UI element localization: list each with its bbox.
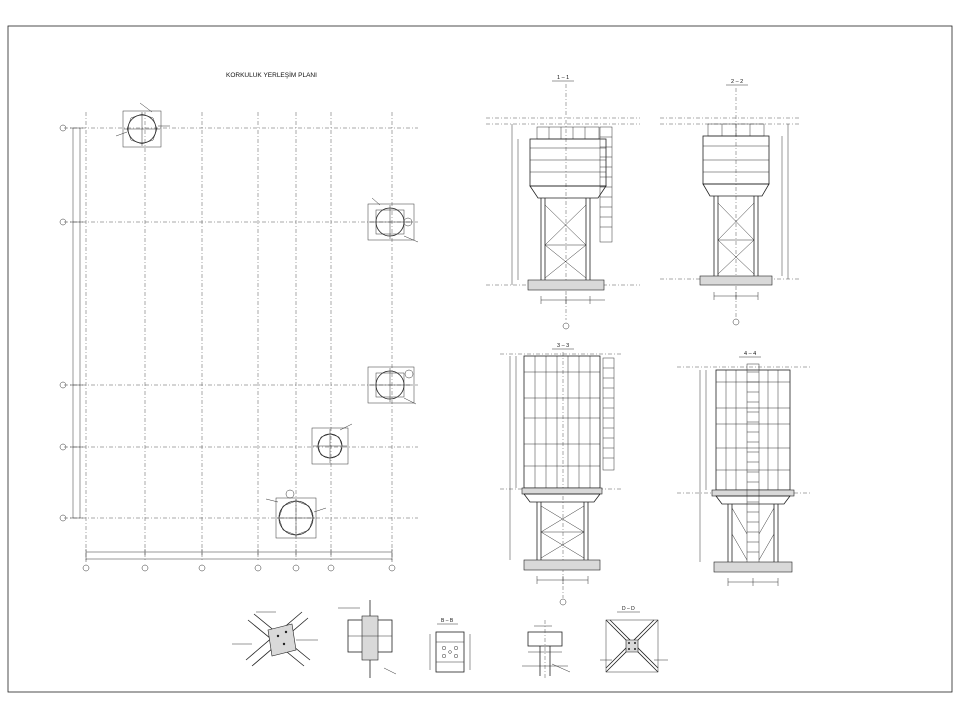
plan-dimension-chain-left — [70, 127, 83, 519]
section-4-4: 4 – 4 — [677, 351, 810, 586]
tank-plan-center — [311, 423, 353, 465]
layout-plan: KORKULUK YERLEŞİM PLANI — [59, 70, 419, 572]
detail-leg-base — [522, 620, 571, 680]
section-1-1-title: 1 – 1 — [557, 75, 569, 81]
tank-plan-top-left — [115, 102, 170, 148]
detail-column-connection — [338, 600, 397, 678]
detail-brace-connection-1 — [232, 611, 318, 667]
section-2-2-title: 2 – 2 — [731, 79, 743, 85]
detail-d-d-title: D – D — [622, 606, 635, 612]
section-1-1: 1 – 1 — [486, 75, 640, 330]
section-2-2: 2 – 2 — [660, 79, 800, 326]
tank-plan-right-upper — [367, 197, 419, 243]
plan-axis-lines-horizontal — [64, 127, 418, 519]
tank-plan-bottom — [265, 489, 327, 539]
plan-axis-bubbles-left — [59, 124, 67, 522]
section-3-3: 3 – 3 — [500, 343, 622, 606]
plan-dimension-chain-bottom — [85, 549, 393, 562]
section-4-4-title: 4 – 4 — [744, 351, 756, 357]
tank-plan-right-middle — [367, 366, 417, 405]
sheet-border — [7, 25, 953, 693]
plan-axis-lines-vertical — [85, 112, 393, 560]
detail-d-d: D – D — [600, 606, 668, 673]
detail-b-b-title: B – B — [441, 618, 454, 624]
detail-b-b: B – B — [429, 618, 471, 673]
plan-axis-bubbles-bottom — [82, 564, 396, 572]
section-3-3-title: 3 – 3 — [557, 343, 569, 349]
plan-title: KORKULUK YERLEŞİM PLANI — [226, 70, 317, 79]
